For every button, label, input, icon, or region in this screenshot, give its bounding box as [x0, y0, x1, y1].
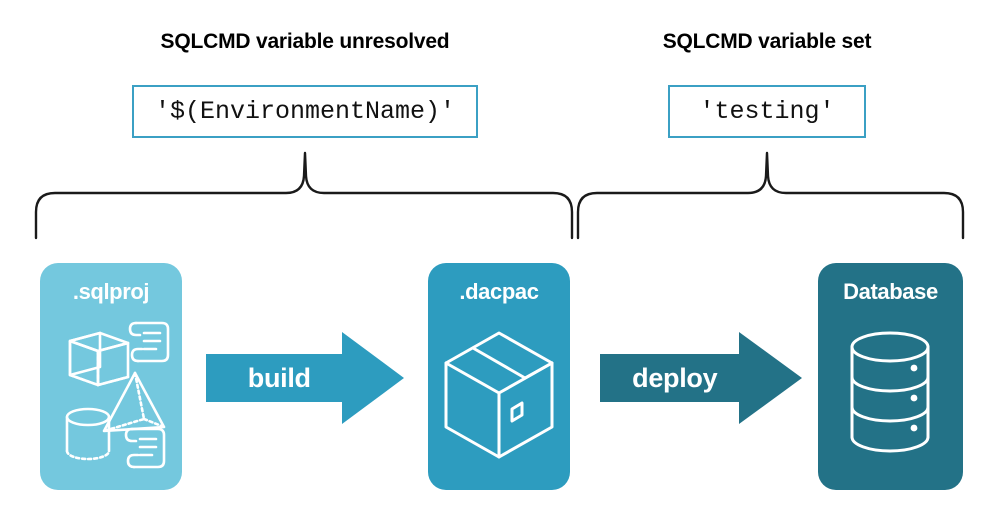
stage-label-sqlproj: .sqlproj — [72, 279, 150, 304]
stage-box-sqlproj: .sqlproj — [40, 263, 182, 490]
brace-right-icon — [576, 151, 965, 240]
brace-left-icon — [34, 151, 574, 240]
annotation-heading-set: SQLCMD variable set — [662, 30, 872, 53]
stage-box-dacpac: .dacpac — [428, 263, 570, 490]
stage-label-database: Database — [843, 279, 938, 304]
arrow-deploy-label: deploy — [632, 362, 718, 393]
database-cylinder-icon — [818, 311, 963, 481]
script-scroll-icon-top — [128, 321, 170, 363]
arrow-build-label: build — [247, 362, 311, 393]
arrow-build: build — [206, 332, 404, 424]
cylinder-shape-icon — [65, 407, 111, 461]
arrow-deploy: deploy — [600, 332, 802, 424]
code-value-box-unresolved: '$(EnvironmentName)' — [132, 85, 478, 138]
arrow-build-icon — [206, 332, 404, 424]
package-box-icon — [428, 311, 570, 481]
stage-box-database: Database — [818, 263, 963, 490]
project-shapes-icon — [40, 311, 182, 481]
script-scroll-icon-bottom — [124, 427, 166, 469]
code-value-box-set: 'testing' — [668, 85, 866, 138]
arrow-deploy-icon — [600, 332, 802, 424]
cube-shape-icon — [68, 331, 130, 387]
annotation-heading-unresolved: SQLCMD variable unresolved — [160, 30, 450, 53]
stage-label-dacpac: .dacpac — [459, 279, 539, 304]
